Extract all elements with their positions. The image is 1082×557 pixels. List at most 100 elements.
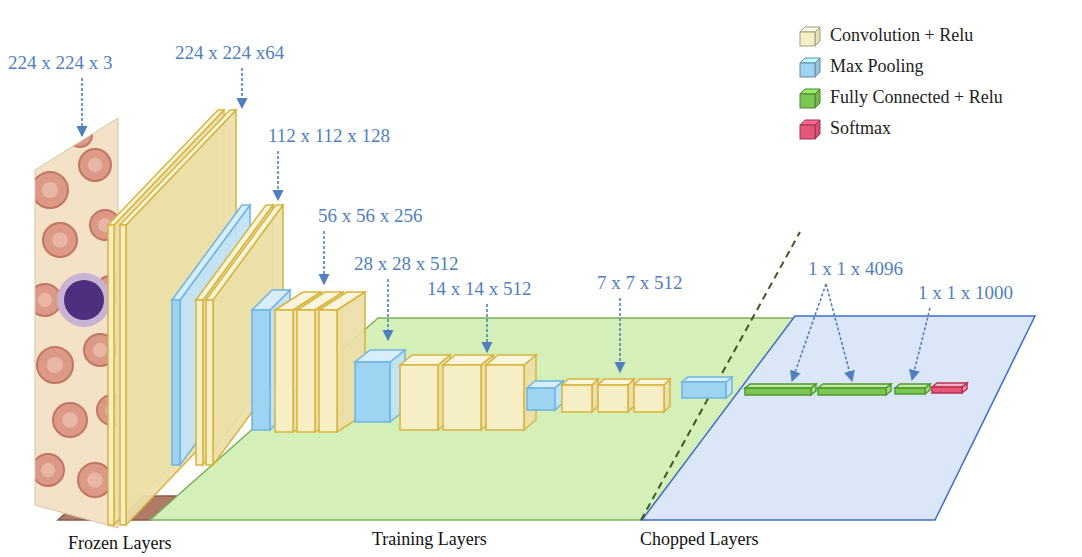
block-front [745,388,811,395]
red-cell-center [38,293,52,307]
block-top [355,350,405,362]
fc-block [818,384,891,395]
pool-block [355,350,405,422]
swatch-front [800,63,815,77]
block-front [196,300,203,465]
pool-block [527,381,563,410]
red-cell [79,149,111,181]
conv-block [598,379,634,412]
block-front [206,300,213,465]
swatch-side [815,27,820,46]
layer-blocks [108,110,967,525]
red-cell-center [88,158,102,172]
block-top [486,355,536,365]
block-front [108,225,114,525]
block-front [297,310,315,432]
block-front [319,310,337,432]
block-top [443,355,493,365]
legend-row: Convolution + Relu [798,20,1003,51]
dimension-label: 1 x 1 x 4096 [808,258,903,280]
legend-row: Fully Connected + Relu [798,82,1003,113]
pool-block [682,377,732,398]
dimension-label: 7 x 7 x 512 [597,272,683,294]
conv-block [562,379,598,412]
image-border [35,118,118,528]
conv-block [275,292,321,432]
leader-arrow [792,284,826,381]
leader-arrow [486,304,488,352]
leader-arrow [912,308,930,380]
block-top [634,379,670,385]
swatch-side [815,89,820,108]
block-front [443,365,481,430]
swatch-front [800,125,815,139]
legend-text: Convolution + Relu [830,25,973,46]
legend-row: Max Pooling [798,51,1003,82]
region-label: Training Layers [372,528,487,550]
dimension-label: 112 x 112 x 128 [268,125,390,147]
swatch-side [815,58,820,77]
red-cell [37,347,73,383]
swatch-front [800,94,815,108]
block-top [206,205,283,300]
softmax-block [932,383,967,393]
block-front [634,385,664,412]
dimension-label: 224 x 224 x64 [175,42,284,64]
leader-arrow [323,231,325,284]
fc-block [745,384,816,395]
block-front [172,300,180,465]
leader-arrow [81,78,83,136]
block-front [895,388,925,394]
dimension-label: 224 x 224 x 3 [8,52,113,74]
block-front [486,365,524,430]
dimension-label: 56 x 56 x 256 [318,205,423,227]
legend-swatch [798,87,822,109]
red-cell-center [42,182,58,198]
block-top [527,381,563,388]
red-cell-center [75,130,86,141]
block-front [562,385,592,412]
block-top [400,355,450,365]
input-image [29,110,127,535]
swatch-side [815,120,820,139]
fc-block [895,384,930,394]
block-front [682,382,726,398]
red-cell [43,223,77,257]
block-front [355,362,390,422]
leader-arrows [82,68,930,381]
leader-arrow [241,68,243,108]
leader-arrow [277,151,279,200]
image-ground [30,110,125,535]
red-cell [78,463,112,497]
block-top [562,379,598,385]
legend: Convolution + ReluMax PoolingFully Conne… [798,20,1003,144]
leader-arrow [387,279,389,340]
block-front [818,388,886,395]
region-label: Chopped Layers [640,528,758,550]
block-front [598,385,628,412]
block-front [400,365,438,430]
legend-swatch [798,56,822,78]
red-cell-center [62,412,77,427]
legend-text: Max Pooling [830,56,924,77]
legend-swatch [798,25,822,47]
conv-block [634,379,670,412]
block-front [252,310,270,430]
red-cell [32,172,68,208]
block-top [319,292,365,310]
leader-arrow [619,298,621,372]
white-cell-ring [57,273,111,327]
block-front [120,225,126,525]
red-cell [29,284,61,316]
legend-text: Softmax [830,118,891,139]
red-cell-center [52,232,67,247]
block-top [120,110,236,225]
red-cell [53,403,87,437]
swatch-front [800,32,815,46]
block-front [527,388,555,410]
block-front [932,387,962,393]
legend-swatch [798,118,822,140]
chopped-region [642,316,1035,520]
